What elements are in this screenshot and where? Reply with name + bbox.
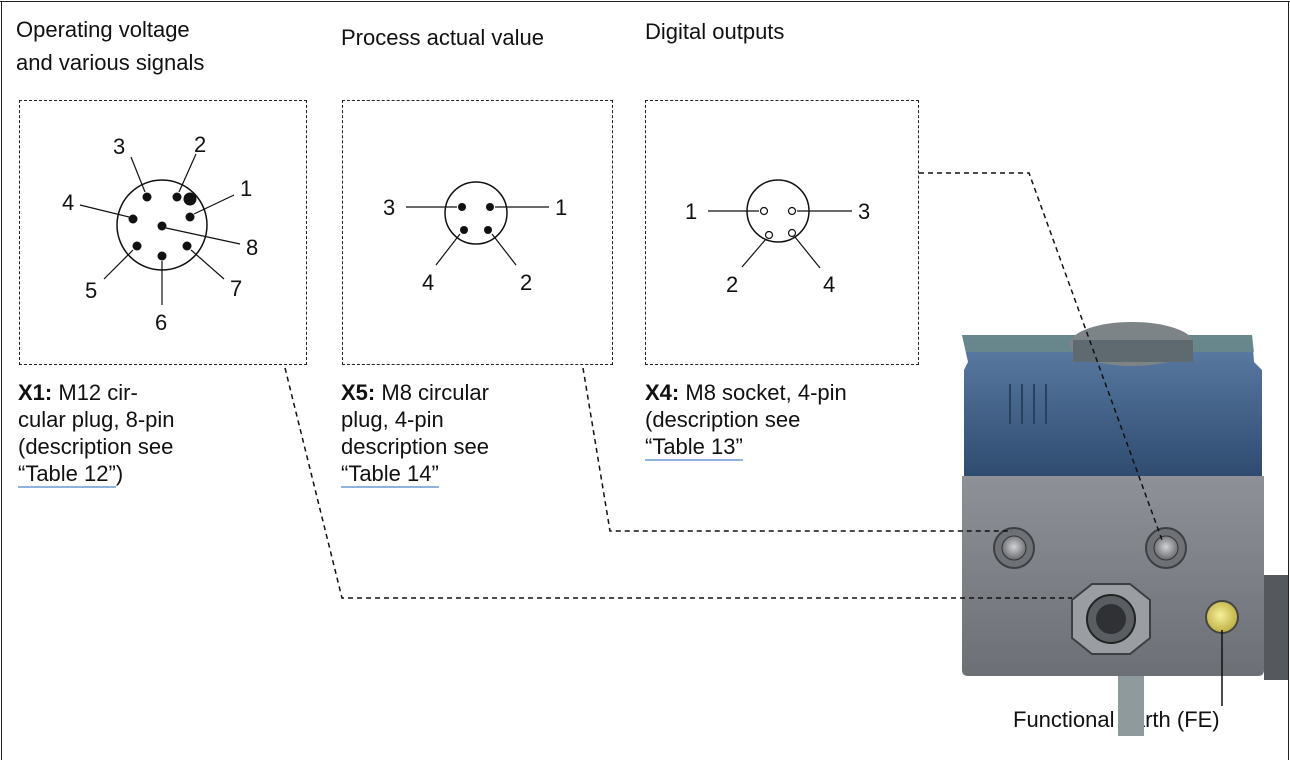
x1-pin-1-dot [185,212,195,222]
x4-connector-symbol: 1 3 2 4 [685,179,870,297]
x5-caption-line3: description see [341,434,489,459]
x5-pinout-box [342,100,613,365]
table-13-link[interactable]: “Table 13” [645,434,743,461]
blue-cover [962,335,1262,476]
x1-pin-label-2: 2 [194,132,206,157]
x4-pin-label-4: 4 [823,272,835,297]
x1-pin-7-dot [182,241,192,251]
x1-caption-tail: ) [115,461,124,486]
x5-caption-line1: M8 circular [375,380,489,405]
x5-pin-2-dot [484,226,492,234]
x4-pin-4-hole [787,228,797,238]
x1-pin-label-8: 8 [246,235,258,260]
x1-pin-label-4: 4 [62,190,74,215]
x1-caption-line2: cular plug, 8-pin [18,407,175,432]
x5-connector-outline [444,181,508,245]
top-knob-band [1073,340,1193,362]
x1-pin-3-dot [142,192,152,202]
x4-pin-3-hole [787,206,797,216]
x5-caption-line2: plug, 4-pin [341,407,444,432]
table-12-link[interactable]: “Table 12” [18,461,116,488]
x1-caption-id: X1: [18,380,53,405]
x5-pin-3-dot [458,203,466,211]
x1-connector-symbol: 3 2 1 4 8 5 7 6 [62,132,258,335]
figure-frame-right [1288,1,1289,760]
x5-pin-4-dot [460,226,468,234]
figure-frame-top [0,1,1290,2]
x1-pinout-box [19,100,307,365]
x1-pin-2-dot [172,192,182,202]
x4-socket-face [1153,535,1179,561]
x5-leader [582,367,1012,532]
heading-digital-outputs: Digital outputs [645,19,785,44]
heading-operating-voltage-line1: Operating voltage [16,17,190,42]
x4-caption: X4: M8 socket, 4-pin (description see “T… [645,379,935,461]
x4-pin-label-3: 3 [858,199,870,224]
x1-leader [284,367,1072,599]
x1-pin-label-7: 7 [230,276,242,301]
x1-caption-line3: (description see [18,434,174,459]
x5-pin-label-4: 4 [422,270,434,295]
figure-frame-left [1,1,2,760]
fe-terminal [1205,600,1239,634]
x5-connector-symbol: 3 1 4 2 [383,181,567,295]
functional-earth-label: Functional earth (FE) [1013,707,1220,732]
x4-caption-line2: (description see [645,407,801,432]
x1-pin-8-dot [157,221,167,231]
x4-pin-2-hole [764,230,774,240]
x4-pin-label-1: 1 [685,199,697,224]
x5-pin-1-dot [486,203,494,211]
side-connector [1264,575,1288,680]
x4-caption-id: X4: [645,380,680,405]
device-housing-illustration [962,322,1288,736]
x1-pin-label-1: 1 [240,176,252,201]
x5-caption-id: X5: [341,380,376,405]
x1-caption: X1: M12 cir- cular plug, 8-pin (descript… [18,379,318,488]
x5-caption: X5: M8 circular plug, 4-pin description … [341,379,621,488]
x1-pin-6-dot [157,251,167,261]
table-14-link[interactable]: “Table 14” [341,461,439,488]
heading-operating-voltage-line2: and various signals [16,50,205,75]
x4-caption-line1: M8 socket, 4-pin [679,380,847,405]
heading-process-actual-value: Process actual value [341,25,544,50]
x5-pin-label-2: 2 [520,270,532,295]
x1-pin-4-dot [128,214,138,224]
x1-caption-line1: M12 cir- [52,380,138,405]
x4-pinout-box [645,100,919,365]
x1-socket-face [1096,604,1126,634]
x1-pin-label-5: 5 [85,278,97,303]
x4-leader [919,172,1163,541]
leader-lines [284,172,1163,599]
x5-socket-face [1001,535,1027,561]
x1-pin-5-dot [132,241,142,251]
x1-pin-label-6: 6 [155,310,167,335]
x5-pin-label-3: 3 [383,195,395,220]
x5-pin-label-1: 1 [555,195,567,220]
x4-pin-label-2: 2 [726,272,738,297]
gray-base [962,476,1264,676]
x1-key-dot [183,192,197,206]
x4-pin-1-hole [759,206,769,216]
x1-pin-label-3: 3 [113,134,125,159]
